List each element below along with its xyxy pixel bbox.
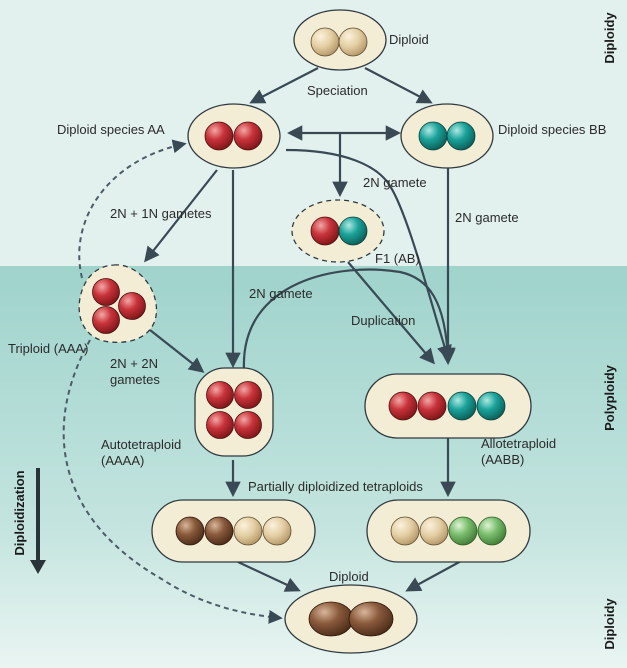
chromosome-tan — [419, 516, 449, 546]
edge-diploid-to-bb — [364, 67, 433, 104]
chromosome-red — [310, 216, 340, 246]
chromosome-tan — [310, 27, 340, 57]
chromosome-brown — [175, 516, 205, 546]
chromosome-brown — [308, 601, 354, 637]
label-2n-2n-gametes-1: 2N + 2N — [110, 356, 158, 371]
label-diploid-bottom: Diploid — [329, 569, 369, 584]
edge-triploid-to-autotetraploid — [149, 329, 205, 373]
node-species-bb — [400, 103, 494, 169]
chromosome-red — [417, 391, 447, 421]
cell-partial-right — [366, 499, 531, 563]
label-speciation: Speciation — [307, 83, 368, 98]
chromosome-tan — [338, 27, 368, 57]
label-partially-diploidized: Partially diploidized tetraploids — [248, 479, 423, 494]
label-2n-1n-gametes: 2N + 1N gametes — [110, 206, 212, 221]
cell-partial-left — [151, 499, 316, 563]
edge-aa-2n-gamete — [285, 148, 452, 361]
label-duplication: Duplication — [351, 313, 415, 328]
chromosome-brown — [204, 516, 234, 546]
chromosome-teal — [476, 391, 506, 421]
label-allotetraploid-1: Allotetraploid — [481, 436, 556, 451]
label-2n-gamete-center: 2N gamete — [249, 286, 313, 301]
label-2n-2n-gametes-2: gametes — [110, 372, 160, 387]
label-species-bb: Diploid species BB — [498, 122, 606, 137]
diploidization-label: Diploidization — [12, 470, 27, 555]
edge-partial-right-to-diploid — [405, 559, 464, 592]
edge-triploid-to-diploid — [62, 339, 283, 624]
cell-autotetraploid — [194, 367, 274, 457]
node-diploid-top — [293, 9, 387, 71]
label-2n-gamete-bb: 2N gamete — [455, 210, 519, 225]
chromosome-tan — [233, 516, 263, 546]
chromosome-brown — [348, 601, 394, 637]
chromosome-green — [448, 516, 478, 546]
label-autotetraploid-2: (AAAA) — [101, 453, 144, 468]
label-f1: F1 (AB) — [375, 251, 420, 266]
label-2n-gamete-right: 2N gamete — [363, 175, 427, 190]
chromosome-teal — [418, 121, 448, 151]
node-autotetraploid — [194, 367, 274, 457]
label-triploid: Triploid (AAA) — [8, 341, 88, 356]
chromosome-red — [206, 411, 234, 439]
chromosome-teal — [446, 121, 476, 151]
chromosome-teal — [447, 391, 477, 421]
chromosome-red — [92, 306, 120, 334]
chromosome-teal — [338, 216, 368, 246]
chromosome-red — [204, 121, 234, 151]
edge-aa-to-triploid — [144, 169, 218, 263]
edge-diploid-to-aa — [249, 67, 319, 104]
chromosome-red — [118, 292, 146, 320]
region-label-bottom: Diploidy — [602, 598, 617, 650]
edge-f1-duplication — [347, 261, 435, 365]
chromosome-red — [388, 391, 418, 421]
node-partial-left — [151, 499, 316, 563]
chromosome-red — [92, 278, 120, 306]
node-triploid — [78, 264, 158, 344]
edge-partial-left-to-diploid — [237, 561, 301, 592]
edge-autotetraploid-2n-gamete — [242, 268, 456, 371]
node-species-aa — [187, 103, 281, 169]
chromosome-red — [234, 381, 262, 409]
region-label-middle: Polyploidy — [602, 364, 617, 431]
node-allotetraploid — [364, 373, 532, 439]
label-autotetraploid-1: Autotetraploid — [101, 437, 181, 452]
region-label-top: Diploidy — [602, 12, 617, 64]
edge-triploid-backcross-to-aa — [78, 139, 187, 279]
chromosome-tan — [262, 516, 292, 546]
label-species-aa: Diploid species AA — [57, 122, 165, 137]
label-diploid-top: Diploid — [389, 32, 429, 47]
chromosome-green — [477, 516, 507, 546]
edges — [62, 67, 464, 624]
chromosome-red — [233, 121, 263, 151]
node-partial-right — [366, 499, 531, 563]
chromosome-red — [206, 381, 234, 409]
node-diploid-bottom — [284, 584, 418, 654]
node-f1-ab — [291, 199, 385, 263]
chromosome-tan — [390, 516, 420, 546]
chromosome-red — [234, 411, 262, 439]
label-allotetraploid-2: (AABB) — [481, 452, 524, 467]
diploidization-arrowhead — [30, 560, 46, 574]
